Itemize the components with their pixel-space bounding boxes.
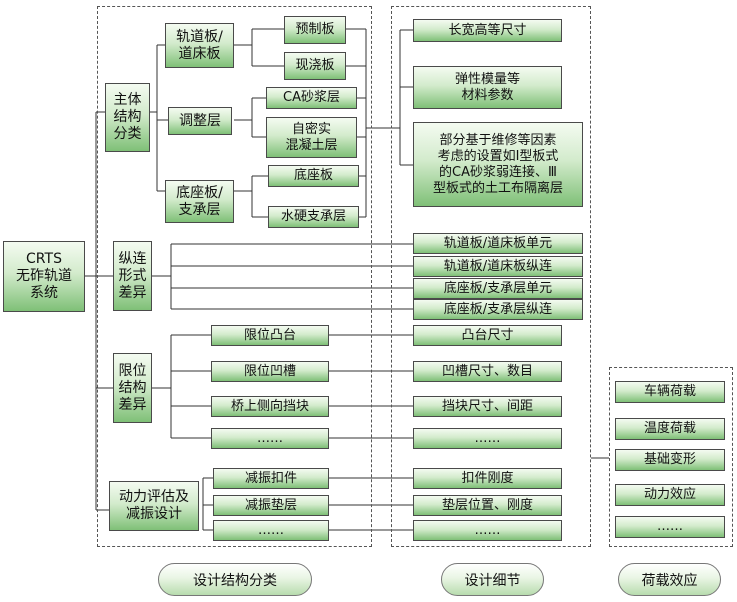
footer-design-detail: 设计细节	[441, 563, 544, 596]
leaf-self-compacting: 自密实 混凝土层	[266, 117, 357, 158]
detail-long-item: 底座板/支承层单元	[413, 278, 583, 299]
dynamic-item-more: ……	[213, 520, 329, 541]
category-limit-structure: 限位 结构 差异	[113, 353, 152, 423]
node-base-plate: 底座板/ 支承层	[165, 180, 234, 223]
load-effect-frame	[609, 367, 733, 547]
category-main-structure: 主体 结构 分类	[105, 83, 150, 152]
load-vehicle: 车辆荷载	[615, 381, 725, 403]
category-longitudinal: 纵连 形式 差异	[113, 241, 152, 311]
load-temperature: 温度荷载	[615, 418, 725, 440]
leaf-hydraulic-support: 水硬支承层	[268, 206, 359, 228]
design-detail-frame	[391, 6, 591, 547]
leaf-base-plate: 底座板	[268, 165, 359, 187]
detail-dynamic: ……	[413, 520, 562, 541]
leaf-ca-mortar: CA砂浆层	[266, 87, 357, 109]
limit-item-more: ……	[211, 428, 329, 449]
detail-dynamic: 扣件刚度	[413, 468, 562, 489]
detail-limit: 挡块尺寸、间距	[413, 396, 562, 417]
detail-elastic-modulus: 弹性模量等 材料参数	[413, 66, 562, 109]
limit-item-boss: 限位凸台	[211, 325, 329, 346]
detail-dimensions: 长宽高等尺寸	[413, 19, 562, 42]
detail-limit: ……	[413, 428, 562, 449]
dynamic-item-fastener: 减振扣件	[213, 468, 329, 489]
category-dynamic-design: 动力评估及 减振设计	[109, 481, 199, 531]
detail-dynamic: 垫层位置、刚度	[413, 495, 562, 516]
footer-load-effect: 荷载效应	[618, 563, 721, 596]
load-dynamic: 动力效应	[615, 484, 725, 506]
leaf-precast: 预制板	[284, 16, 346, 44]
detail-partial-maintenance: 部分基于维修等因素 考虑的设置如Ⅰ型板式 的CA砂浆弱连接、Ⅲ 型板式的土工布隔…	[413, 122, 583, 207]
design-class-frame	[97, 6, 372, 547]
detail-long-item: 轨道板/道床板单元	[413, 233, 583, 254]
footer-design-class: 设计结构分类	[158, 563, 312, 596]
limit-item-groove: 限位凹槽	[211, 361, 329, 382]
root-crts-node: CRTS 无砟轨道 系统	[3, 241, 85, 312]
node-track-plate: 轨道板/ 道床板	[165, 23, 234, 68]
dynamic-item-pad: 减振垫层	[213, 495, 329, 516]
detail-long-item: 轨道板/道床板纵连	[413, 256, 583, 277]
detail-long-item: 底座板/支承层纵连	[413, 299, 583, 320]
load-more: ……	[615, 516, 725, 538]
detail-limit: 凸台尺寸	[413, 325, 562, 346]
detail-limit: 凹槽尺寸、数目	[413, 361, 562, 382]
node-adjust-layer: 调整层	[168, 107, 232, 135]
load-foundation: 基础变形	[615, 449, 725, 471]
leaf-cast-in-place: 现浇板	[284, 52, 346, 80]
limit-item-block: 桥上侧向挡块	[211, 396, 329, 417]
